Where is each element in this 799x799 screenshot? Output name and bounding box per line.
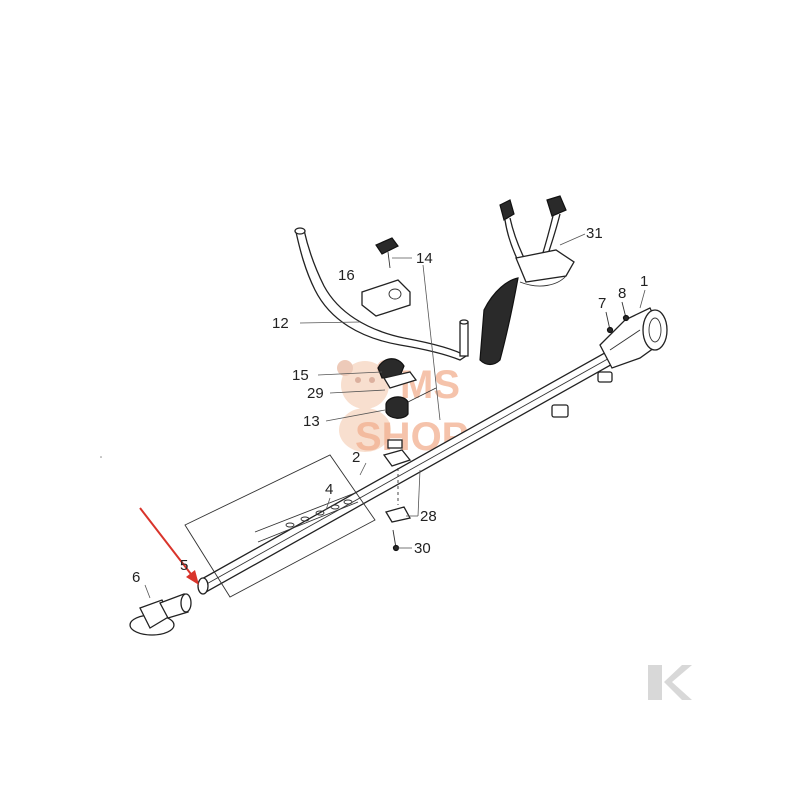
callout-29: 29: [307, 385, 324, 402]
callout-6: 6: [132, 569, 140, 586]
callout-labels: 1 2 4 5 6 7 8 12 13 14 15 16 28 29 30 31: [132, 225, 648, 586]
highlight-arrow: [139, 507, 199, 585]
callout-14: 14: [416, 250, 433, 267]
gear-head: [129, 593, 192, 636]
shaft-clip-a: [597, 371, 613, 383]
callout-7: 7: [598, 295, 606, 312]
lower-clamp: [382, 449, 412, 523]
callout-1: 1: [640, 273, 648, 290]
callout-15: 15: [292, 367, 309, 384]
handle-clamp: [361, 279, 411, 317]
callout-31: 31: [586, 225, 603, 242]
speck: [100, 456, 102, 458]
callout-16: 16: [338, 267, 355, 284]
k-logo-icon: [648, 665, 692, 700]
callout-13: 13: [303, 413, 320, 430]
callout-28: 28: [420, 508, 437, 525]
screw-30: [392, 529, 400, 552]
callout-4: 4: [325, 481, 333, 498]
callout-8: 8: [618, 285, 626, 302]
screw-7: [605, 311, 614, 334]
handlebar: [294, 227, 469, 361]
screw-8: [621, 301, 630, 322]
shoulder-harness: [479, 195, 575, 366]
shaft-group-outline: [184, 454, 376, 598]
clamp-assembly: [377, 358, 437, 449]
inner-drive-tube: [254, 492, 359, 543]
callout-2: 2: [352, 449, 360, 466]
shop-watermark: MS SHOP: [337, 360, 468, 459]
engine-coupling: [599, 307, 668, 369]
leader-lines: [144, 233, 646, 599]
callout-12: 12: [272, 315, 289, 332]
shaft-clip-b: [551, 404, 569, 418]
callout-30: 30: [414, 540, 431, 557]
watermark-line1: MS: [400, 363, 460, 407]
clamp-lever: [375, 237, 399, 269]
callout-5: 5: [180, 557, 188, 574]
